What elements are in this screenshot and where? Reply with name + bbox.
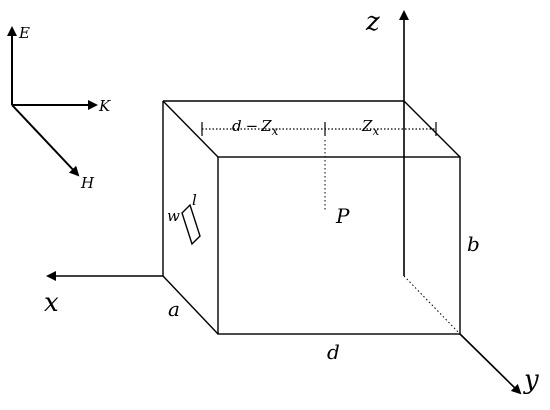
d-minus-zx-label: d−Zx bbox=[232, 117, 279, 138]
point-p-label: P bbox=[335, 204, 350, 228]
y-axis-arrow bbox=[459, 333, 522, 395]
box-bottom-left-connector bbox=[162, 275, 219, 335]
y-axis-label: y bbox=[523, 365, 539, 395]
slot-shape bbox=[181, 203, 201, 246]
waveguide-box bbox=[162, 100, 461, 335]
h-vector-arrow bbox=[11, 104, 80, 177]
d-minus-zx-Z: Z bbox=[260, 117, 272, 135]
slot-width-label: w bbox=[167, 207, 180, 225]
slot-length-label: l bbox=[192, 191, 197, 209]
e-vector-label: E bbox=[18, 24, 30, 42]
d-minus-zx-minus: − bbox=[246, 117, 259, 135]
dimension-b-label: b bbox=[467, 232, 480, 256]
coordinate-axes: z x y bbox=[44, 7, 539, 395]
box-front-face bbox=[217, 156, 461, 335]
h-vector-label: H bbox=[80, 174, 95, 192]
k-vector-label: K bbox=[98, 97, 111, 115]
d-minus-zx-d: d bbox=[232, 117, 242, 135]
zx-subscript: x bbox=[372, 124, 379, 138]
zx-label: Zx bbox=[361, 117, 379, 138]
z-axis-label: z bbox=[365, 7, 380, 37]
top-dimension-line bbox=[201, 122, 437, 136]
field-vector-triad: E K H bbox=[6, 24, 111, 192]
box-top-right-connector bbox=[403, 100, 461, 158]
hidden-edges bbox=[324, 140, 461, 335]
x-axis-label: x bbox=[44, 288, 59, 318]
d-minus-zx-subscript: x bbox=[272, 124, 279, 138]
dimension-d-label: d bbox=[327, 340, 340, 364]
box-top-left-connector bbox=[162, 100, 219, 158]
hidden-bottom-right-connector bbox=[403, 275, 461, 335]
zx-Z: Z bbox=[361, 117, 373, 135]
dimension-a-label: a bbox=[168, 297, 180, 321]
slot-aperture: w l bbox=[167, 191, 201, 246]
